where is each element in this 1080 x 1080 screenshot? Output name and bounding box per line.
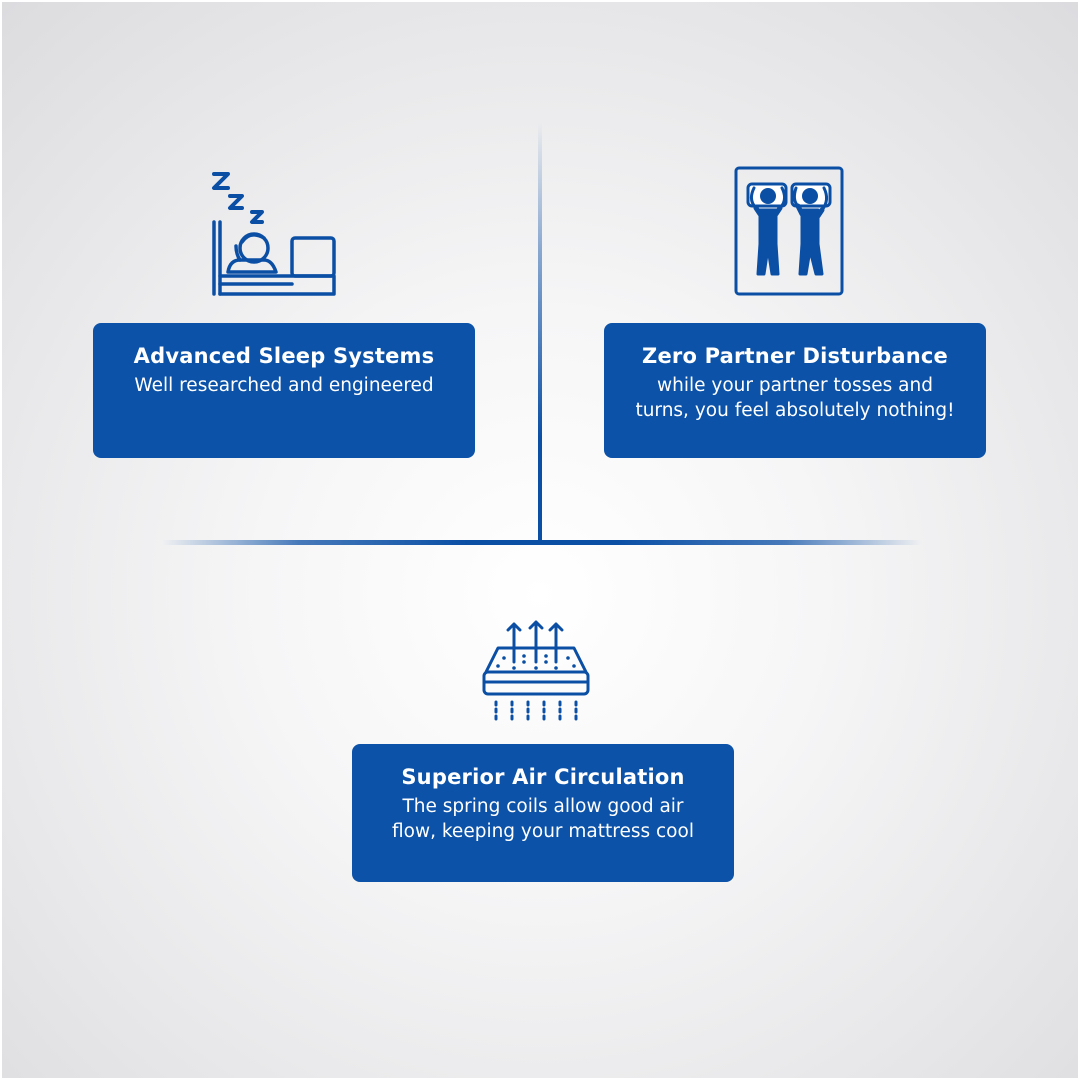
feature-description-line: Well researched and engineered xyxy=(134,375,434,396)
feature-card-zero-partner-disturbance: Zero Partner Disturbance while your part… xyxy=(604,323,986,458)
feature-title: Superior Air Circulation xyxy=(401,765,685,789)
vertical-divider xyxy=(538,122,542,542)
feature-description: Well researched and engineered xyxy=(93,373,475,398)
partners-in-bed-icon xyxy=(734,166,846,298)
feature-description-line: while your partner tosses and xyxy=(657,375,933,396)
feature-title: Advanced Sleep Systems xyxy=(133,344,435,368)
mattress-airflow-icon xyxy=(480,618,592,724)
horizontal-divider xyxy=(162,540,922,545)
feature-card-superior-air-circulation: Superior Air Circulation The spring coil… xyxy=(352,744,734,882)
feature-description-line: The spring coils allow good air xyxy=(402,796,684,817)
sleeping-person-icon xyxy=(206,168,342,298)
feature-description-line: flow, keeping your mattress cool xyxy=(392,821,694,842)
feature-description-line: turns, you feel absolutely nothing! xyxy=(635,400,955,421)
feature-description: while your partner tosses and turns, you… xyxy=(604,373,986,423)
feature-title: Zero Partner Disturbance xyxy=(642,344,948,368)
feature-card-advanced-sleep: Advanced Sleep Systems Well researched a… xyxy=(93,323,475,458)
feature-description: The spring coils allow good air flow, ke… xyxy=(352,794,734,844)
